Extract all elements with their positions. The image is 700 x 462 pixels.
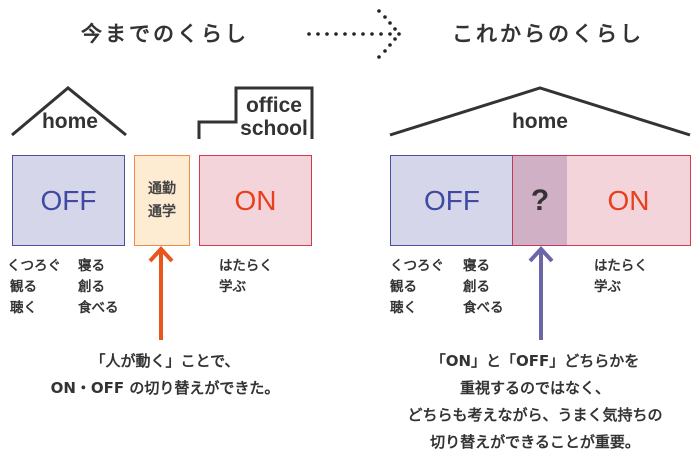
activity: 学ぶ [219, 279, 246, 295]
commute-label-1: 通勤 [148, 180, 176, 197]
activity: 観る [390, 279, 417, 295]
off-activities-col1-after: くつろぐ 観る 聴く [390, 256, 444, 319]
activity: 創る [78, 279, 105, 295]
commute-label-2: 通学 [148, 203, 176, 220]
title-before: 今までのくらし [81, 22, 249, 46]
on-label: ON [234, 184, 277, 216]
activity: 食べる [463, 300, 504, 316]
activity: くつろぐ [390, 258, 444, 274]
off-label: OFF [424, 184, 480, 216]
message-line: どちらも考えながら、うまく気持ちの [407, 406, 663, 424]
message-line: 切り替えができることが重要。 [430, 433, 640, 451]
commute-box: 通勤 通学 [134, 155, 190, 246]
activity: 学ぶ [594, 279, 621, 295]
office-building-outline [197, 86, 314, 139]
message-line: ON・OFF の切り替えができた。 [50, 379, 280, 397]
activity: 創る [463, 279, 490, 295]
home-label-after: home [511, 110, 568, 133]
activity: くつろぐ [7, 258, 61, 274]
title-after: これからのくらし [452, 22, 644, 46]
off-activities-col2-before: 寝る 創る 食べる [78, 256, 119, 319]
home-roof-after [389, 86, 691, 137]
activity: はたらく [594, 258, 648, 274]
dotted-arrow-icon [307, 9, 401, 59]
activity: 聴く [390, 300, 417, 316]
on-activities-before: はたらく 学ぶ [219, 256, 273, 298]
activity: 寝る [78, 258, 105, 274]
activity: はたらく [219, 258, 273, 274]
off-activities-col2-after: 寝る 創る 食べる [463, 256, 504, 319]
off-activities-col1-before: くつろぐ 観る 聴く [7, 256, 61, 319]
orange-arrow-icon [148, 246, 174, 340]
activity: 食べる [78, 300, 119, 316]
home-roof-before [11, 86, 127, 137]
message-after: 「ON」と「OFF」どちらかを 重視するのではなく、 どちらも考えながら、うまく… [370, 348, 700, 456]
middle-box: ? [512, 155, 568, 246]
on-box-after: ON [567, 155, 691, 246]
purple-arrow-icon [528, 246, 554, 340]
message-line: 「人が動く」ことで、 [90, 352, 240, 370]
off-label: OFF [40, 184, 97, 216]
activity: 寝る [463, 258, 490, 274]
off-box-after: OFF [390, 155, 513, 246]
question-mark: ? [530, 183, 550, 217]
message-line: 重視するのではなく、 [459, 379, 610, 397]
office-label: office school [236, 94, 312, 140]
office-label-line2: school [240, 117, 308, 140]
home-label-before: home [41, 110, 98, 133]
on-box-before: ON [199, 155, 312, 246]
on-activities-after: はたらく 学ぶ [594, 256, 648, 298]
on-label: ON [607, 184, 650, 216]
message-line: 「ON」と「OFF」どちらかを [430, 352, 640, 370]
office-label-line1: office [245, 94, 302, 117]
activity: 聴く [10, 300, 37, 316]
activity: 観る [10, 279, 37, 295]
message-before: 「人が動く」ことで、 ON・OFF の切り替えができた。 [0, 348, 330, 402]
off-box-before: OFF [12, 155, 125, 246]
